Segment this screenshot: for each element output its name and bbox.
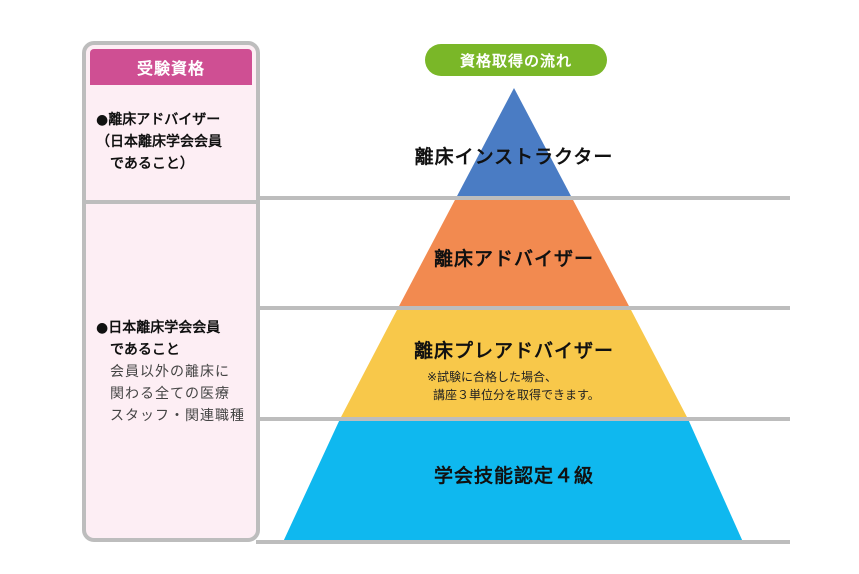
tier-instructor xyxy=(456,88,572,198)
requirement-line: 関わる全ての医療 xyxy=(110,386,230,402)
level-label-instructor: 離床インストラクター xyxy=(414,146,614,168)
requirement-line: であること） xyxy=(110,156,194,172)
level-label-skill-level-4: 学会技能認定４級 xyxy=(433,465,595,487)
tier-skill-level-4 xyxy=(283,419,743,542)
top-requirement: ●離床アドバイザー （日本離床学会会員 であること） xyxy=(96,109,222,175)
flow-title: 資格取得の流れ xyxy=(425,44,607,76)
qualification-panel: 受験資格 ●離床アドバイザー （日本離床学会会員 であること） ●日本離床学会会… xyxy=(82,41,260,542)
tier-pre-advisor xyxy=(340,308,688,419)
tier-advisor xyxy=(398,198,630,308)
panel-divider xyxy=(86,200,256,204)
requirement-line: ●離床アドバイザー xyxy=(96,112,221,128)
requirement-line: であること xyxy=(110,342,180,358)
pre-advisor-note-line2: 講座３単位分を取得できます。 xyxy=(433,388,600,402)
separator-line xyxy=(256,196,790,200)
requirement-line: スタッフ・関連職種 xyxy=(110,408,245,424)
panel-title: 受験資格 xyxy=(90,49,252,85)
bottom-requirement: ●日本離床学会会員 であること 会員以外の離床に 関わる全ての医療 スタッフ・関… xyxy=(96,317,245,427)
separator-line xyxy=(256,417,790,421)
requirement-line: ●日本離床学会会員 xyxy=(96,320,221,336)
pre-advisor-note-line1: ※試験に合格した場合、 xyxy=(427,370,558,384)
level-label-advisor: 離床アドバイザー xyxy=(433,248,595,270)
level-label-pre-advisor: 離床プレアドバイザー xyxy=(413,340,615,362)
requirement-line: （日本離床学会会員 xyxy=(96,134,222,150)
requirement-line: 会員以外の離床に xyxy=(110,364,230,380)
separator-line xyxy=(256,306,790,310)
separator-line xyxy=(256,540,790,544)
